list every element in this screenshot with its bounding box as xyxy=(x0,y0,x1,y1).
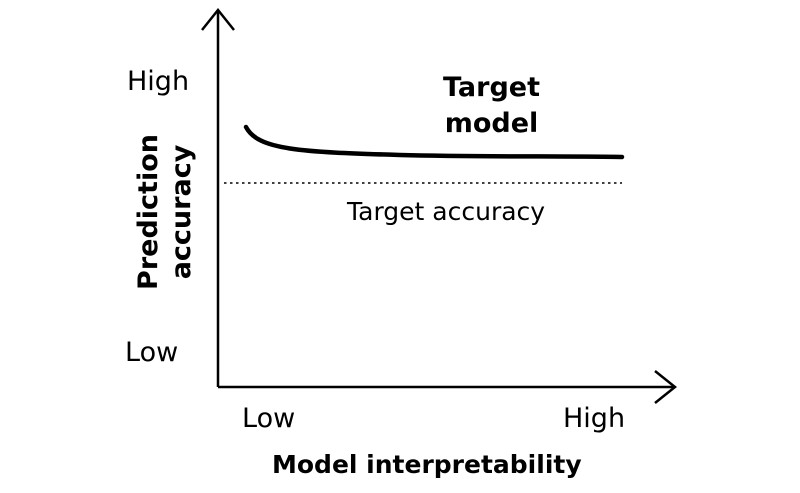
target-accuracy-label: Target accuracy xyxy=(347,197,546,226)
x-tick-high: High xyxy=(563,403,626,434)
x-axis-arrowhead xyxy=(654,370,678,404)
x-axis-title: Model interpretability xyxy=(272,450,582,479)
curve-label-line-2: model xyxy=(444,108,539,139)
y-axis-arrowhead xyxy=(201,7,235,31)
y-tick-low: Low xyxy=(125,337,179,368)
curve-label: Target model xyxy=(443,70,540,142)
y-axis-title: Prediction accuracy xyxy=(132,134,198,290)
y-tick-high: High xyxy=(127,66,190,97)
curve-label-line-1: Target xyxy=(443,72,541,103)
y-axis-title-line-1: Prediction xyxy=(133,134,164,290)
y-axis-title-line-2: accuracy xyxy=(166,144,197,280)
x-tick-low: Low xyxy=(242,403,296,434)
target-model-curve xyxy=(243,124,625,160)
